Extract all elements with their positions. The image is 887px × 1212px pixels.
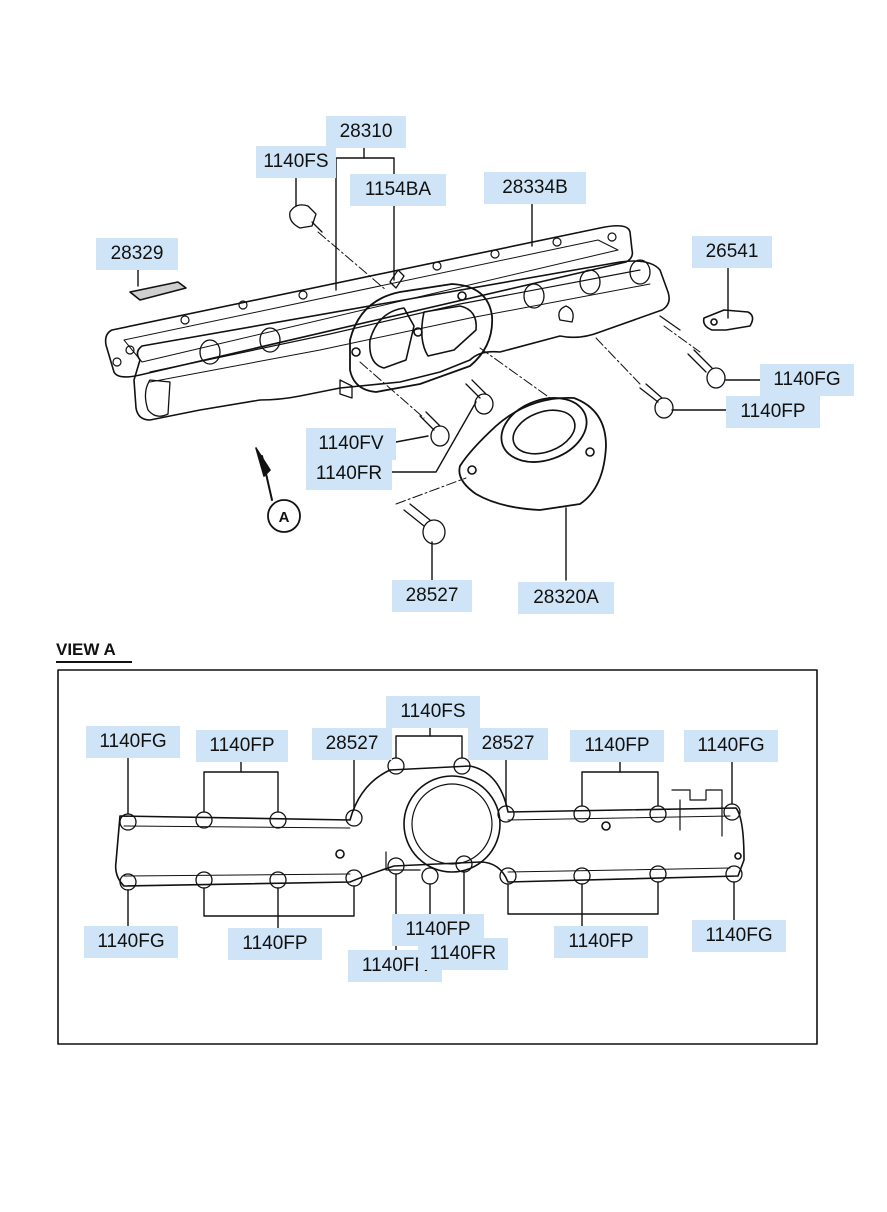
label-1140fv: 1140FV — [306, 428, 396, 460]
bracket-26541 — [702, 309, 754, 331]
view-a-outline — [114, 765, 745, 887]
view-arrow-head — [255, 447, 271, 477]
label-1140fg: 1140FG — [760, 364, 854, 396]
view-a-label-fg-top-right: 1140FG — [684, 730, 778, 762]
flange-hole — [457, 291, 467, 301]
view-a-label-fg-top-left: 1140FG — [86, 726, 180, 758]
label-28320a: 28320A — [518, 582, 614, 614]
gasket-28329 — [129, 281, 187, 301]
throttle-flange — [349, 283, 493, 393]
gasket-28334b — [104, 224, 634, 378]
elbow-hole — [467, 465, 477, 475]
assembly-lines — [317, 231, 701, 505]
manifold-top-edge — [149, 269, 641, 373]
bolt-icon — [289, 204, 726, 545]
view-a-title: VIEW A — [56, 640, 132, 663]
flange-hole — [351, 347, 361, 357]
label-28527: 28527 — [392, 580, 472, 612]
label-26541: 26541 — [692, 236, 772, 268]
label-28310: 28310 — [326, 116, 406, 148]
view-a-hole — [335, 849, 345, 859]
leader-lines — [137, 145, 761, 581]
view-a-label-fp-top-right: 1140FP — [570, 730, 664, 762]
elbow-hole — [585, 447, 595, 457]
view-a-bore-inner — [411, 783, 493, 865]
view-marker-letter: A — [279, 509, 290, 526]
runner-ports — [144, 259, 651, 417]
view-a-frame — [57, 669, 818, 1045]
view-a-bolt-heads — [119, 757, 743, 891]
view-a-bracket — [671, 789, 723, 837]
view-a-tab — [385, 851, 421, 871]
label-28329: 28329 — [96, 238, 178, 270]
gasket-holes — [112, 232, 617, 367]
view-a-label-fg-bottom-right: 1140FG — [692, 920, 786, 952]
label-1140fp: 1140FP — [726, 396, 820, 428]
view-a-label-fg-bottom-left: 1140FG — [84, 926, 178, 958]
view-a-label-28527-left: 28527 — [312, 728, 392, 760]
view-a-label-fp-top-left: 1140FP — [196, 730, 288, 762]
elbow-opening — [500, 397, 588, 463]
view-a-hole — [734, 852, 742, 860]
label-28334b: 28334B — [484, 172, 586, 204]
bracket-hole — [710, 318, 718, 326]
manifold-front-face — [149, 283, 651, 383]
view-a-hole — [601, 821, 611, 831]
view-marker — [267, 499, 301, 533]
view-a-leader-lines — [127, 725, 735, 953]
view-a-label-fp-bottom-right: 1140FP — [554, 926, 648, 958]
view-a-inner-lines — [123, 815, 731, 877]
view-a-label-fp-bottom-left: 1140FP — [228, 928, 322, 960]
label-1154ba: 1154BA — [350, 174, 446, 206]
manifold-body — [133, 260, 670, 421]
view-a-label-fr-bottom-right: 1140FR — [418, 938, 508, 970]
elbow-bore — [512, 409, 576, 455]
gasket-inner-line — [123, 239, 619, 363]
flange-window-left — [368, 307, 415, 369]
label-1140fr: 1140FR — [306, 458, 392, 490]
label-1140fs: 1140FS — [256, 146, 336, 178]
view-a-bore-outer — [403, 775, 501, 873]
flange-hole — [413, 327, 423, 337]
elbow-28320a — [458, 397, 607, 511]
view-a-label-28527-right: 28527 — [468, 728, 548, 760]
view-a-label-fs: 1140FS — [386, 696, 480, 728]
flange-window-right — [420, 305, 477, 357]
